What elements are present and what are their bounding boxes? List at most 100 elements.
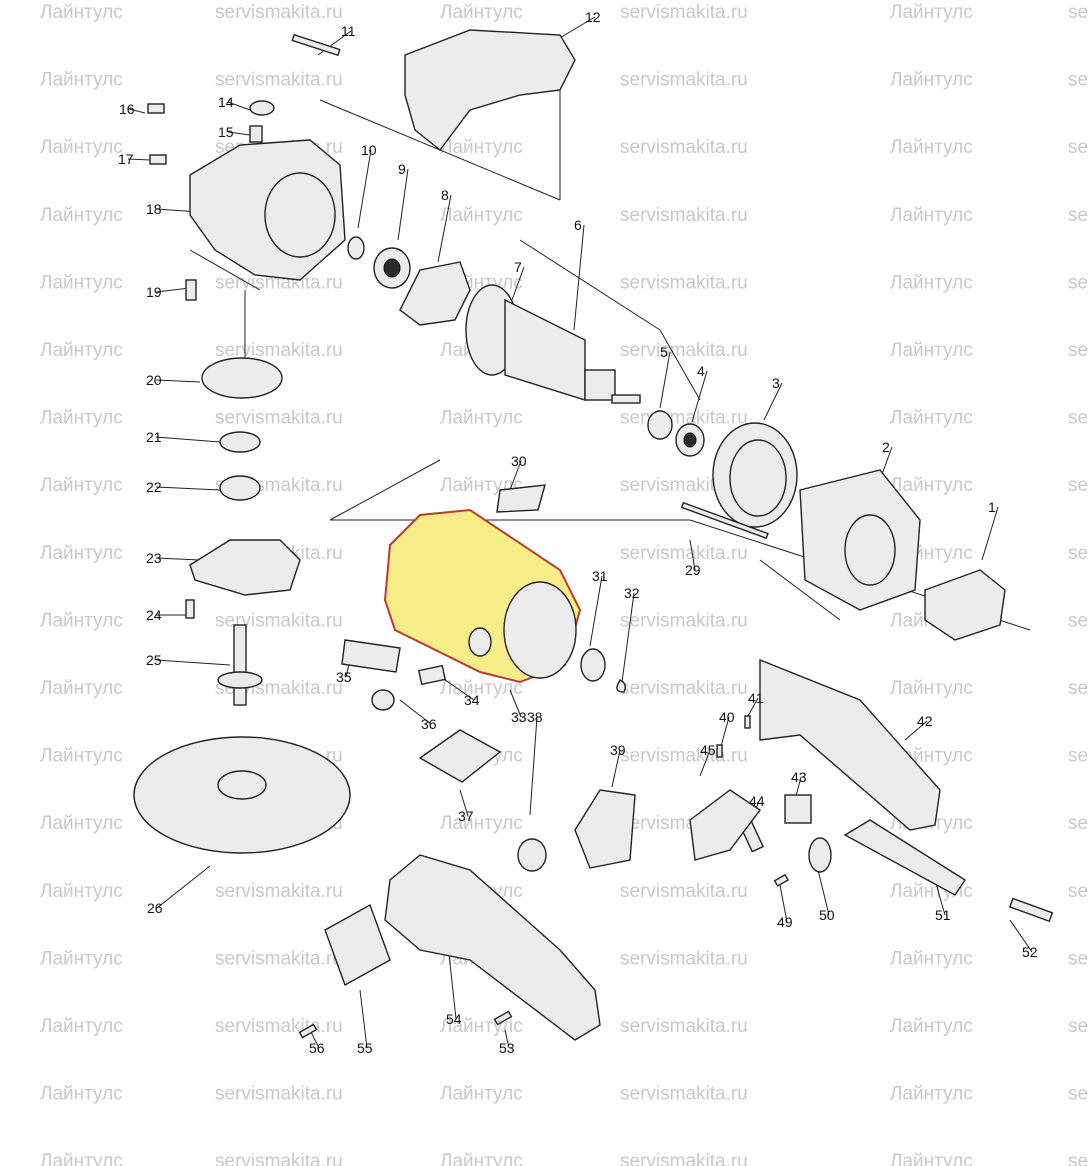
part-label-12[interactable]: 12	[585, 9, 601, 25]
label-30	[496, 484, 546, 513]
watermark-text: Лайнтулс	[440, 678, 523, 699]
polishing-pad-26-hub	[217, 770, 267, 800]
screw-24	[185, 599, 195, 619]
part-label-26[interactable]: 26	[147, 900, 163, 916]
label-37	[418, 729, 502, 783]
part-label-8[interactable]: 8	[441, 187, 449, 203]
watermark-text: se	[1068, 1151, 1088, 1166]
pin-40	[716, 744, 723, 758]
dial-38	[517, 838, 547, 872]
part-label-5[interactable]: 5	[660, 344, 668, 360]
leader-line-1	[981, 506, 999, 561]
watermark-text: Лайнтулс	[440, 1084, 523, 1105]
leader-line-17	[127, 158, 151, 161]
part-label-16[interactable]: 16	[119, 101, 135, 117]
part-label-37[interactable]: 37	[458, 808, 474, 824]
part-label-40[interactable]: 40	[719, 709, 735, 725]
part-label-42[interactable]: 42	[917, 713, 933, 729]
part-label-1[interactable]: 1	[988, 499, 996, 515]
part-label-15[interactable]: 15	[218, 124, 234, 140]
part-label-52[interactable]: 52	[1022, 944, 1038, 960]
watermark-text: servismakita.ru	[215, 340, 343, 361]
part-label-35[interactable]: 35	[336, 669, 352, 685]
screw-56	[298, 1023, 318, 1039]
leader-line-38	[529, 716, 538, 816]
part-label-33[interactable]: 33	[511, 709, 527, 725]
watermark-text: se	[1068, 475, 1088, 496]
fan-baffle-3-inner	[729, 439, 787, 517]
part-label-19[interactable]: 19	[146, 284, 162, 300]
watermark-text: servismakita.ru	[620, 678, 748, 699]
watermark-text: Лайнтулс	[40, 678, 123, 699]
watermark-text: Лайнтулс	[890, 340, 973, 361]
part-label-2[interactable]: 2	[882, 439, 890, 455]
part-label-25[interactable]: 25	[146, 652, 162, 668]
part-label-44[interactable]: 44	[749, 793, 765, 809]
brush-holder-34	[417, 664, 447, 686]
armature-shaft	[611, 394, 641, 404]
part-label-53[interactable]: 53	[499, 1040, 515, 1056]
part-label-56[interactable]: 56	[309, 1040, 325, 1056]
part-label-45[interactable]: 45	[700, 742, 716, 758]
part-label-3[interactable]: 3	[772, 375, 780, 391]
part-label-22[interactable]: 22	[146, 479, 162, 495]
part-label-6[interactable]: 6	[574, 217, 582, 233]
spring-15	[249, 125, 263, 143]
armature-core	[504, 298, 586, 401]
watermark-text: se	[1068, 543, 1088, 564]
watermark-text: se	[1068, 70, 1088, 91]
part-label-4[interactable]: 4	[697, 363, 705, 379]
watermark-text: servismakita.ru	[620, 137, 748, 158]
part-label-32[interactable]: 32	[624, 585, 640, 601]
part-label-43[interactable]: 43	[791, 769, 807, 785]
part-label-55[interactable]: 55	[357, 1040, 373, 1056]
part-label-21[interactable]: 21	[146, 429, 162, 445]
nut-31	[580, 648, 606, 682]
part-label-11[interactable]: 11	[341, 23, 356, 39]
part-label-17[interactable]: 17	[118, 151, 134, 167]
watermark-text: servismakita.ru	[215, 1151, 343, 1166]
part-label-51[interactable]: 51	[935, 907, 951, 923]
part-label-7[interactable]: 7	[514, 259, 522, 275]
leader-line-39	[611, 749, 621, 788]
assembly-guide-line	[519, 239, 661, 331]
part-label-10[interactable]: 10	[361, 142, 377, 158]
part-label-29[interactable]: 29	[685, 562, 701, 578]
part-label-41[interactable]: 41	[748, 690, 764, 706]
field-2-bore	[844, 514, 896, 586]
watermark-text: Лайнтулс	[40, 137, 123, 158]
cord-guard-51	[843, 819, 966, 896]
clip-32	[616, 679, 627, 693]
controller-39	[574, 789, 636, 869]
watermark-text: servismakita.ru	[620, 2, 748, 23]
leader-line-22	[155, 486, 221, 491]
part-label-20[interactable]: 20	[146, 372, 162, 388]
part-label-50[interactable]: 50	[819, 907, 835, 923]
part-label-38[interactable]: 38	[527, 709, 543, 725]
part-label-14[interactable]: 14	[218, 94, 234, 110]
part-label-54[interactable]: 54	[446, 1011, 462, 1027]
leader-line-15	[227, 131, 251, 136]
part-label-39[interactable]: 39	[610, 742, 626, 758]
part-label-23[interactable]: 23	[146, 550, 162, 566]
leader-line-23	[155, 557, 201, 561]
watermark-text: Лайнтулс	[890, 408, 973, 429]
label-35	[341, 639, 401, 673]
part-label-34[interactable]: 34	[464, 692, 480, 708]
leader-line-36	[399, 699, 432, 725]
part-label-36[interactable]: 36	[421, 716, 437, 732]
handle-cover-42	[759, 658, 941, 831]
part-label-30[interactable]: 30	[511, 453, 527, 469]
leader-line-3	[763, 382, 783, 421]
watermark-text: servismakita.ru	[620, 1016, 748, 1037]
watermark-text: Лайнтулс	[890, 1151, 973, 1166]
screw-41	[744, 715, 751, 729]
armature-commutator	[584, 369, 616, 401]
part-label-18[interactable]: 18	[146, 201, 162, 217]
part-label-9[interactable]: 9	[398, 161, 406, 177]
part-label-24[interactable]: 24	[146, 607, 162, 623]
part-label-49[interactable]: 49	[777, 914, 793, 930]
leader-line-16	[128, 108, 146, 114]
retaining-ring-10	[347, 236, 365, 260]
part-label-31[interactable]: 31	[592, 568, 608, 584]
